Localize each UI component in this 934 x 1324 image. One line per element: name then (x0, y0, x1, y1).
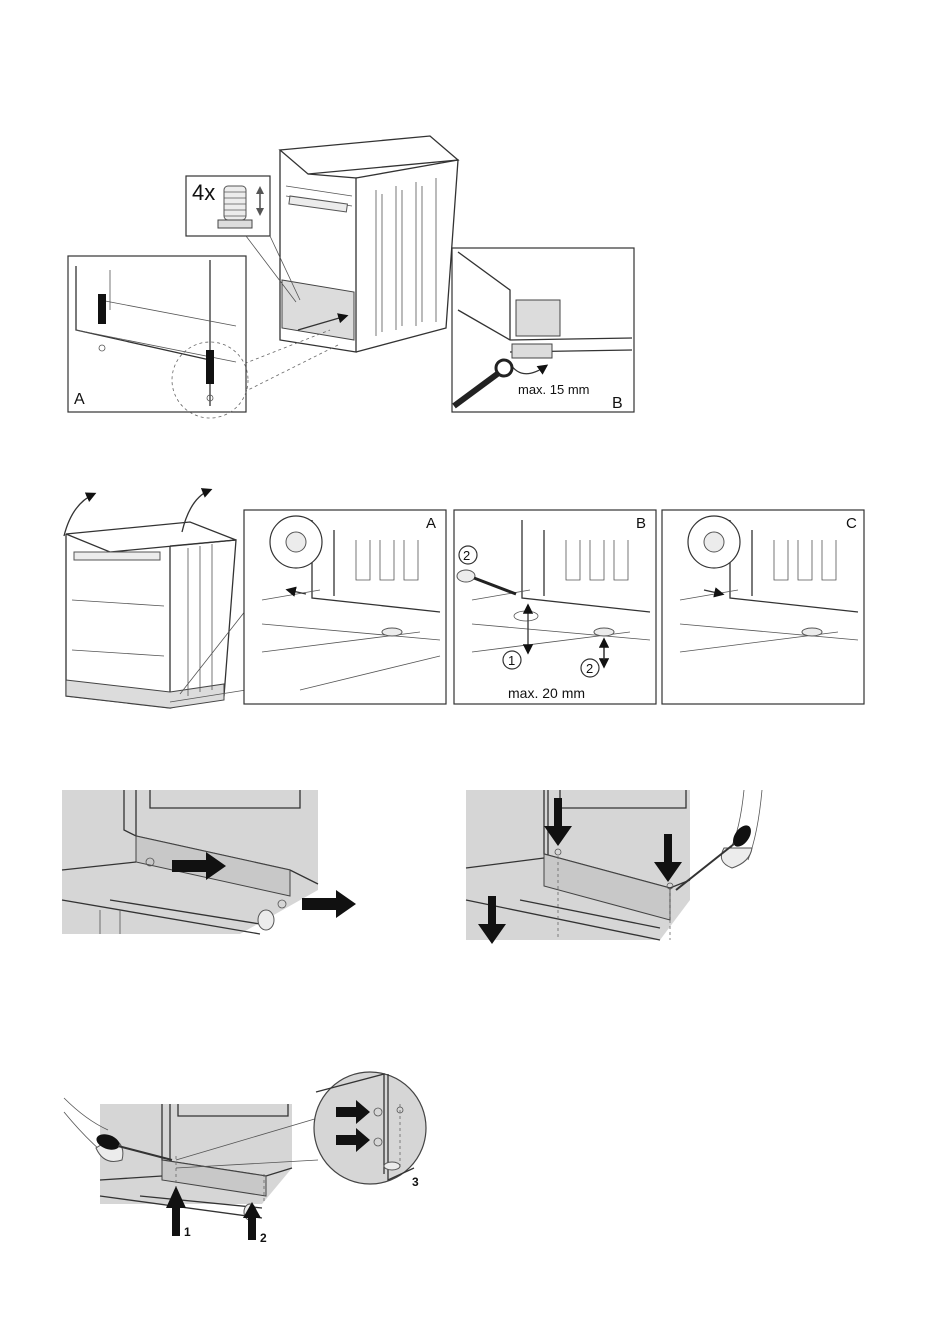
step-1-number: 1 (508, 653, 515, 668)
callout-detail: 3 (314, 1072, 426, 1189)
foot-badge: 4x (186, 176, 270, 236)
figure-1-leveling-feet: 4x A (68, 136, 634, 418)
panel-a-label: A (426, 515, 436, 532)
panel-a: A (244, 510, 446, 704)
arrow-1-label: 1 (184, 1225, 191, 1239)
figure-5-fit-plinth: 1 2 3 (64, 1072, 426, 1245)
panel-b-note: max. 20 mm (508, 685, 585, 701)
figure-4-lower-plinth (466, 790, 762, 944)
panel-b: 2 1 2 max. 20 mm B (454, 510, 656, 704)
panel-c-label: C (846, 515, 857, 532)
callout-3-label: 3 (412, 1175, 419, 1189)
arrow-2-label: 2 (260, 1231, 267, 1245)
step-2b-number: 2 (586, 661, 593, 676)
inset-a: A (68, 256, 248, 418)
step-2a-number: 2 (463, 548, 470, 563)
figure-3-remove-plinth (62, 790, 356, 934)
inset-b: max. 15 mm B (452, 248, 634, 412)
panel-b-label: B (636, 515, 646, 532)
inset-a-label: A (74, 391, 85, 408)
figure-2-rear-wheels: A 2 1 2 max. 20 mm B (64, 490, 864, 708)
badge-text: 4x (192, 180, 215, 205)
tilted-appliance-illustration (64, 490, 246, 708)
panel-c: C (662, 510, 864, 704)
inset-b-label: B (612, 395, 623, 412)
inset-b-note: max. 15 mm (518, 382, 590, 397)
appliance-illustration (280, 136, 458, 352)
